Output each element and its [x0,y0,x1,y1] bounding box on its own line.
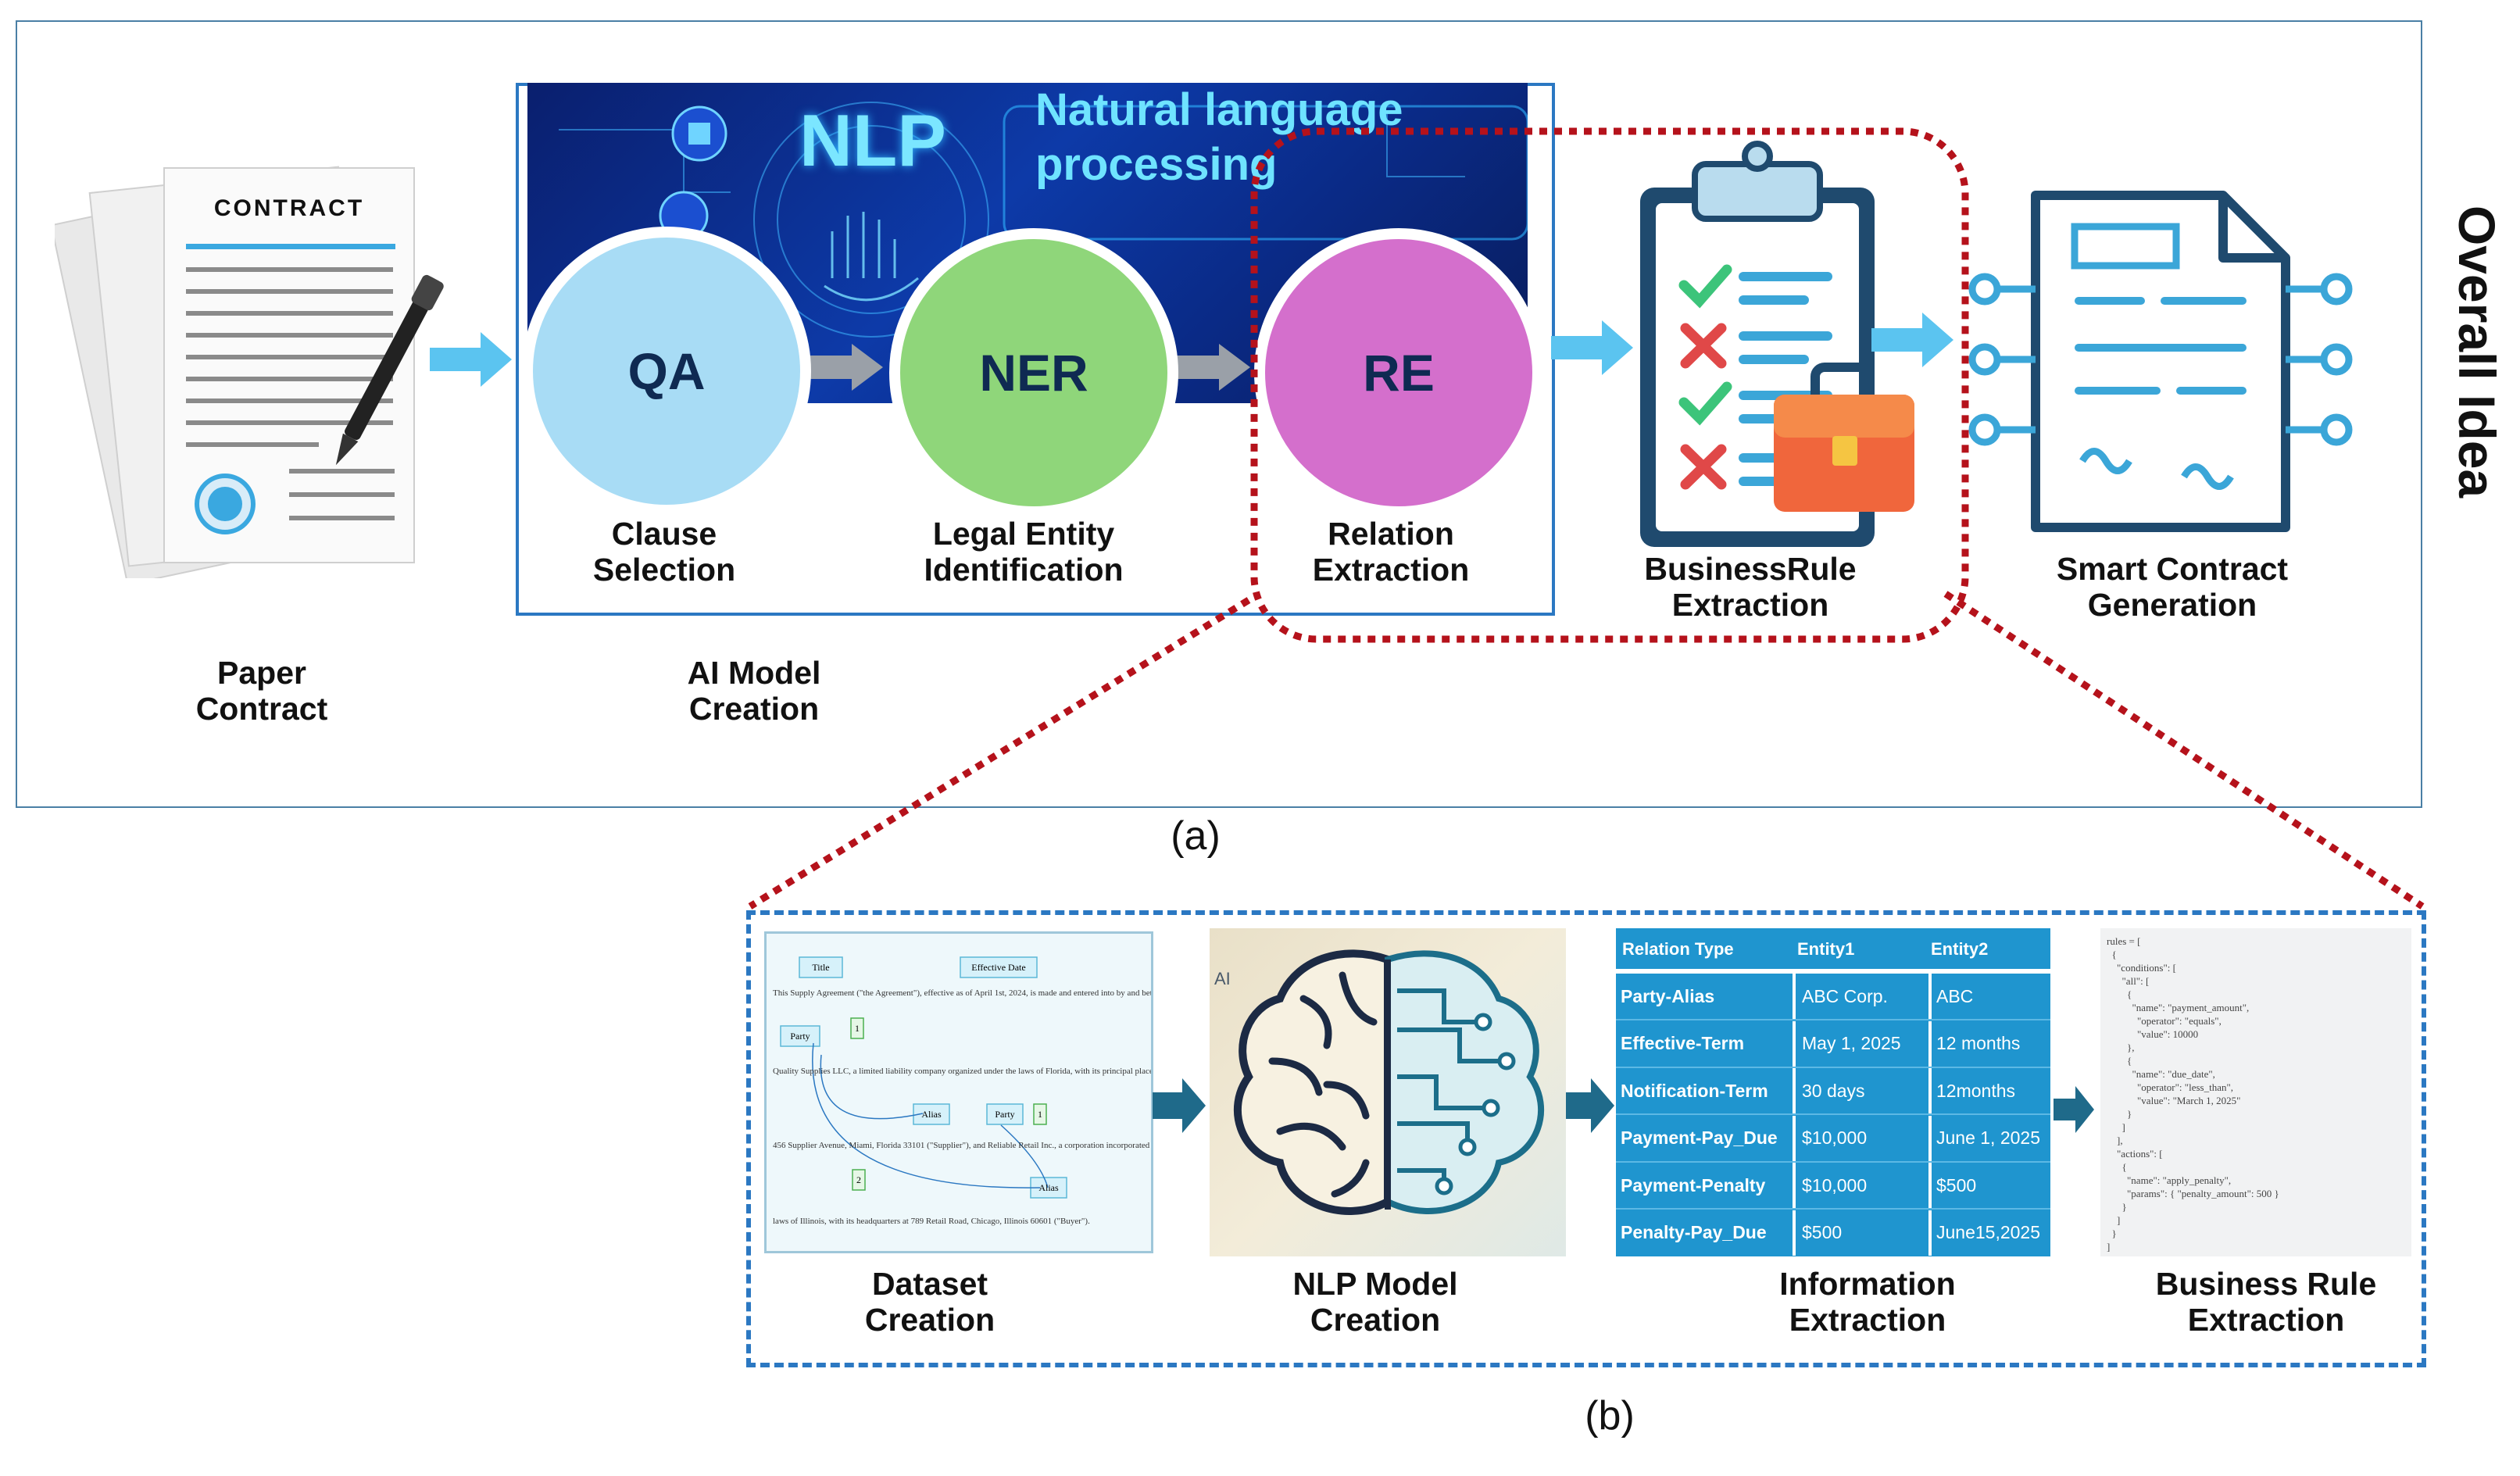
rule-code-text: rules = [ { "conditions": [ "all": [ { "… [2107,935,2279,1253]
ner-circle: NER [889,228,1178,517]
dataset-tag-title: Title [812,962,830,973]
entity-cell: May 1, 2025 [1796,1020,1932,1067]
entity-cell: 30 days [1796,1068,1932,1113]
row-divider [1616,1019,2050,1020]
business-rule-extraction-label: Business Rule Extraction [2155,1266,2377,1338]
relation-extraction-label: Relation Extraction [1312,516,1470,588]
business-rule-label: BusinessRule Extraction [1644,551,1857,623]
table-row: Payment-Penalty$10,000$500 [1616,1163,2050,1210]
smart-contract-label: Smart Contract Generation [2056,551,2289,623]
row-divider [1616,1066,2050,1068]
dataset-snippet: Title Effective Date Party Alias Party A… [764,931,1153,1253]
relation-type-cell: Notification-Term [1616,1068,1796,1113]
row-divider [1616,1160,2050,1163]
entity-cell: 12 months [1932,1020,2050,1067]
panel-b-frame [746,910,2426,1367]
dataset-tag-date: Effective Date [971,962,1026,973]
re-circle: RE [1254,228,1543,517]
entity-cell: $500 [1932,1163,2050,1208]
arrow-contract-to-ai [430,332,516,391]
dataset-tag-num-2: 1 [1038,1109,1042,1120]
dataset-tag-party: Party [790,1031,810,1042]
clause-selection-label: Clause Selection [592,516,736,588]
panel-a-caption: (a) [1171,813,1221,859]
nlp-model-label: NLP Model Creation [1292,1266,1458,1338]
side-title-text: Overall Idea [2448,205,2506,499]
qa-circle: QA [522,227,811,516]
entity-cell: $500 [1796,1210,1932,1256]
dataset-tag-num-3: 2 [856,1174,861,1185]
dataset-tag-party-2: Party [995,1109,1015,1120]
arrow-nlp-to-info [1561,1078,1616,1137]
nlp-badge: NLP [799,99,946,181]
arrow-qa-to-ner [805,344,891,395]
rule-code-panel: rules = [ { "conditions": [ "all": [ { "… [2100,928,2411,1256]
nlp-banner-text: Natural language processing [1035,84,1403,190]
dataset-tag-alias: Alias [921,1109,942,1120]
dataset-line-2: Quality Supplies LLC, a limited liabilit… [773,1067,1153,1076]
nlp-image-ai-text: AI [1214,969,1231,988]
arrow-dataset-to-nlp [1153,1078,1207,1137]
header-relation-type: Relation Type [1622,939,1734,959]
dataset-tag-num-1: 1 [855,1023,860,1034]
arrow-ai-to-rules [1551,320,1637,379]
side-title: Overall Idea [2446,188,2508,516]
entity-cell: ABC Corp. [1796,974,1932,1019]
row-divider [1616,1208,2050,1210]
smart-contract-icon [1957,180,2379,547]
header-entity2: Entity2 [1931,939,1989,959]
header-entity1: Entity1 [1797,939,1855,959]
paper-contract-illustration: CONTRACT [50,141,461,586]
ai-model-label: AI Model Creation [687,655,821,727]
legal-entity-label: Legal Entity Identification [924,516,1124,588]
entity-cell: ABC [1932,974,2050,1019]
entity-cell: June 1, 2025 [1932,1115,2050,1161]
arrow-info-to-rules [2054,1086,2096,1137]
dataset-creation-label: Dataset Creation [864,1266,995,1338]
dataset-line-3: 456 Supplier Avenue, Miami, Florida 3310… [773,1141,1153,1150]
row-divider [1616,1113,2050,1115]
dataset-tag-alias-2: Alias [1038,1182,1059,1193]
info-extraction-label: Information Extraction [1779,1266,1956,1338]
re-abbr: RE [1363,344,1435,402]
relation-type-cell: Penalty-Pay_Due [1616,1210,1796,1256]
entity-cell: $10,000 [1796,1163,1932,1208]
info-table-header: Relation Type Entity1 Entity2 [1616,928,2050,969]
relation-type-cell: Payment-Pay_Due [1616,1115,1796,1161]
entity-cell: June15,2025 [1932,1210,2050,1256]
ner-abbr: NER [979,344,1088,402]
relation-type-cell: Party-Alias [1616,974,1796,1019]
info-table: Relation Type Entity1 Entity2 Party-Alia… [1616,928,2050,1256]
paper-contract-label: Paper Contract [195,655,328,727]
nlp-brain-image: AI [1210,928,1566,1256]
entity-cell: 12months [1932,1068,2050,1113]
entity-cell: $10,000 [1796,1115,1932,1161]
arrow-rules-to-smart [1871,313,1957,371]
qa-abbr: QA [627,342,706,400]
relation-type-cell: Payment-Penalty [1616,1163,1796,1208]
relation-type-cell: Effective-Term [1616,1020,1796,1067]
panel-b-caption: (b) [1585,1393,1635,1438]
dataset-line-4: laws of Illinois, with its headquarters … [773,1217,1090,1226]
dataset-line-1: This Supply Agreement ("the Agreement"),… [773,988,1153,998]
arrow-ner-to-re [1172,344,1258,395]
contract-doc-title: CONTRACT [213,195,365,221]
